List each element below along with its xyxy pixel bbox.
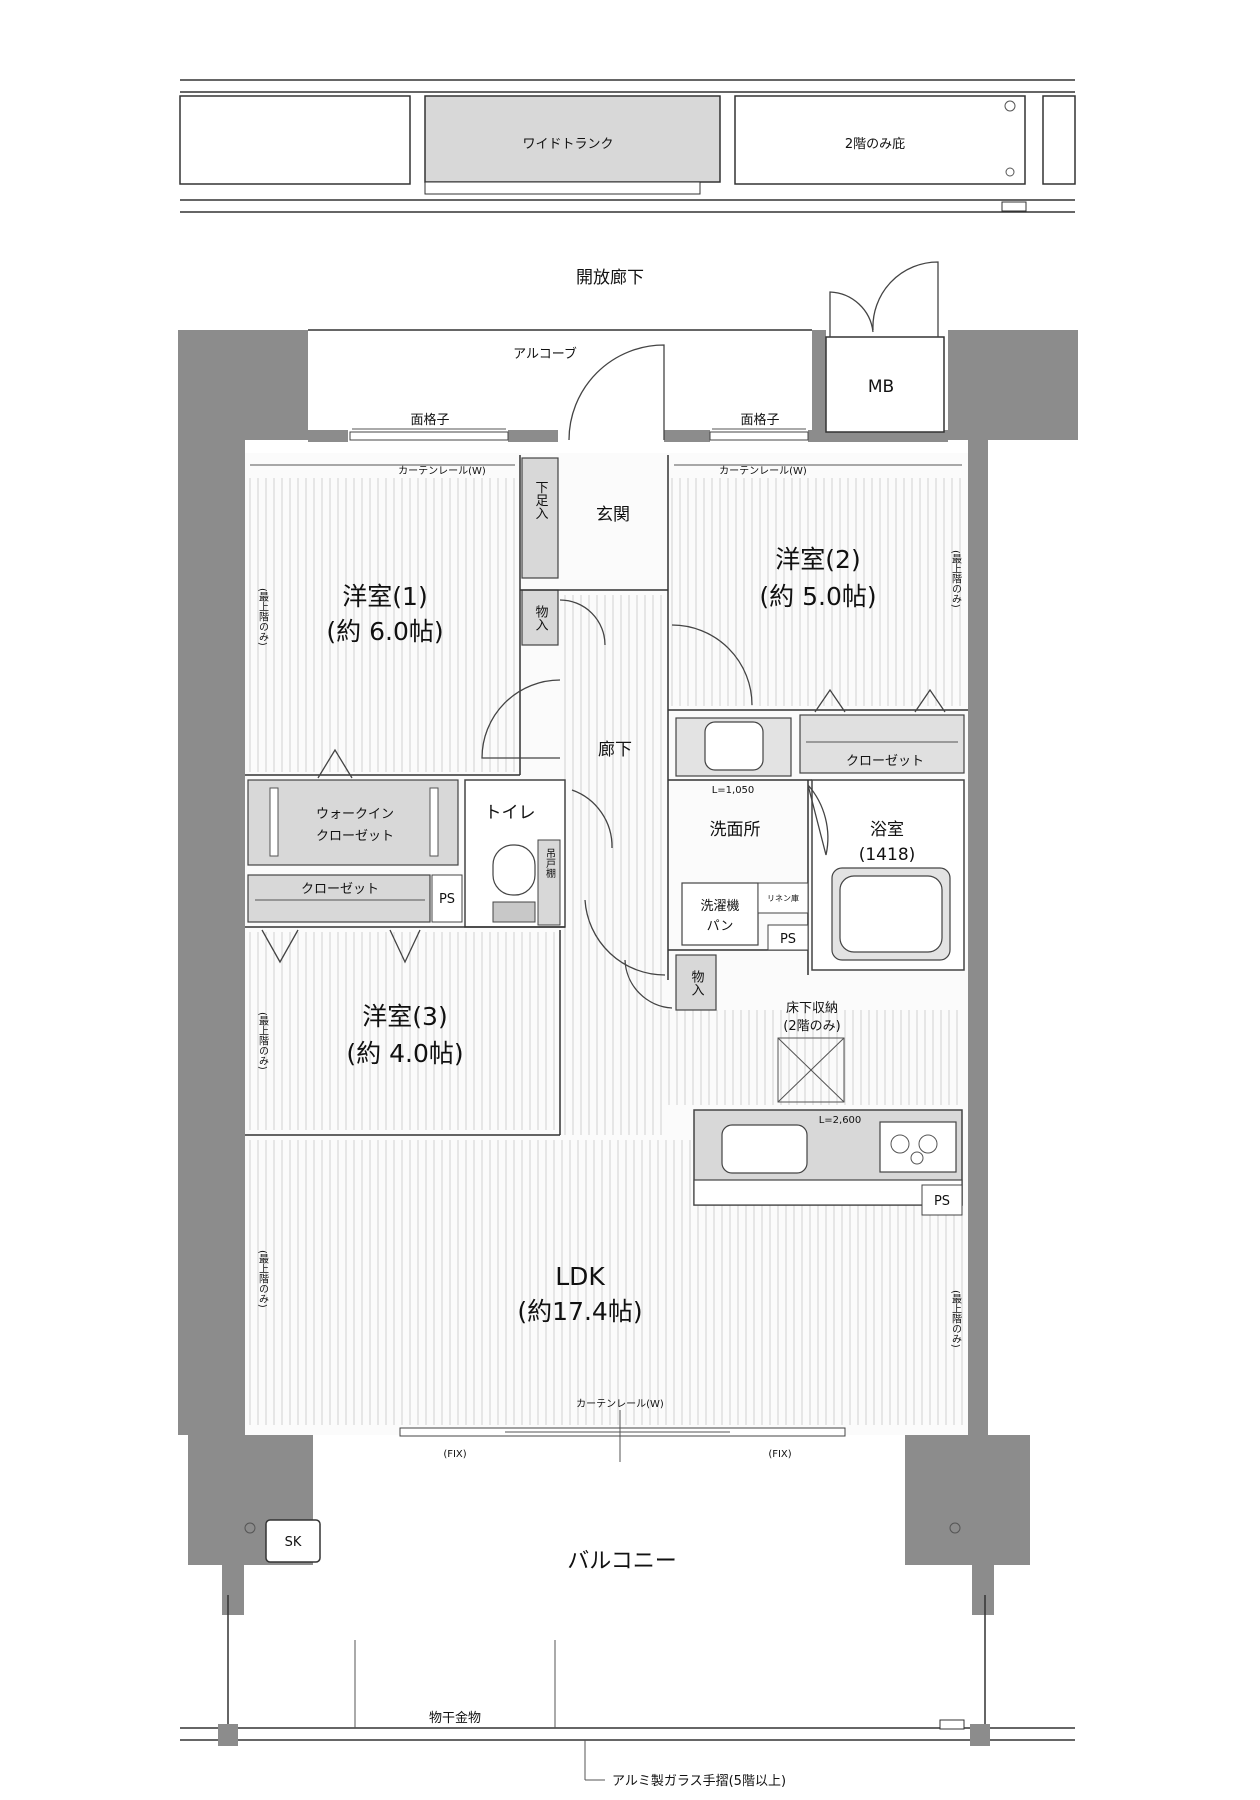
room2-size: (約 5.0帖)	[759, 582, 876, 611]
genkan-label: 玄関	[596, 505, 630, 525]
floor-boards	[249, 478, 963, 1425]
ps-left-label: PS	[439, 892, 455, 907]
eave-box	[734, 95, 1026, 185]
ldk-size: (約17.4帖)	[517, 1297, 642, 1326]
sk-box	[265, 1519, 321, 1563]
toilet-label: トイレ	[485, 803, 536, 823]
lattice-left-label: 面格子	[410, 412, 449, 428]
curtain-right-label: カーテンレール(W)	[719, 465, 807, 477]
closet-room2	[799, 714, 965, 774]
washer-label-1: 洗濯機	[700, 899, 739, 914]
storage-entry	[521, 589, 559, 646]
kitchen-len: L=2,600	[819, 1115, 862, 1126]
storage-ldk	[675, 954, 717, 1011]
interior-doors	[261, 599, 946, 1009]
walls	[178, 330, 1078, 1615]
storage-entry-label: 物入	[533, 605, 549, 631]
closet-room3	[247, 874, 431, 923]
mb-label: MB	[868, 377, 894, 397]
underfloor-storage	[777, 1037, 845, 1103]
washer-pan	[681, 882, 759, 946]
shoe-storage	[521, 457, 559, 579]
curtain-ldk-label: カーテンレール(W)	[576, 1398, 664, 1410]
sk-label: SK	[285, 1535, 302, 1550]
washroom-len: L=1,050	[712, 785, 755, 796]
wide-trunk	[424, 95, 721, 183]
room2-name: 洋室(2)	[775, 545, 860, 574]
railing-label: アルミ製ガラス手摺(5階以上)	[612, 1774, 786, 1789]
hall-label: 廊下	[598, 740, 632, 760]
room3-name: 洋室(3)	[362, 1002, 447, 1031]
walkin-closet	[247, 779, 459, 866]
walkin-label-2: クローゼット	[316, 829, 394, 844]
hanging-shelf-label: 吊戸棚	[544, 848, 556, 879]
window-lattice-right	[709, 428, 809, 441]
underfloor-label-1: 床下収納	[786, 1001, 838, 1016]
ps-kitchen	[921, 1184, 963, 1216]
alcove-label: アルコーブ	[513, 346, 577, 362]
room1-size: (約 6.0帖)	[326, 617, 443, 646]
washer-label-2: パン	[707, 919, 734, 934]
top-corridor-strip	[179, 79, 1076, 213]
bath-label: 浴室	[870, 820, 904, 840]
closet-room3-label: クローゼット	[301, 882, 379, 897]
fix-right-label: (FIX)	[768, 1449, 791, 1460]
ldk-name: LDK	[555, 1262, 605, 1291]
fix-left-label: (FIX)	[443, 1449, 466, 1460]
window-lattice-left	[349, 428, 509, 441]
walkin-label-1: ウォークイン	[316, 807, 394, 822]
partitions	[245, 455, 968, 1216]
mb-box	[825, 336, 945, 433]
ps-wash	[767, 924, 809, 951]
lattice-right-label: 面格子	[740, 412, 779, 428]
open-corridor-label: 開放廊下	[576, 268, 644, 288]
shoe-storage-label: 下足入	[533, 481, 549, 520]
drying-label: 物干金物	[429, 1710, 481, 1726]
top-floor-note-room1: (最上階のみ)	[257, 588, 269, 646]
ps-left	[431, 874, 463, 923]
washroom-label: 洗面所	[710, 820, 761, 840]
eave-label: 2階のみ庇	[845, 137, 905, 152]
underfloor-label-2: (2階のみ)	[783, 1019, 840, 1034]
room1-name: 洋室(1)	[342, 582, 427, 611]
top-floor-note-ldk-right: (最上階のみ)	[950, 1290, 962, 1348]
wide-trunk-label: ワイドトランク	[522, 137, 613, 152]
linen-storage	[757, 882, 809, 914]
top-floor-note-room3: (最上階のみ)	[257, 1012, 269, 1070]
balcony-area	[180, 1519, 1075, 1781]
top-floor-note-room2: (最上階のみ)	[950, 550, 962, 608]
curtain-left-label: カーテンレール(W)	[398, 465, 486, 477]
linen-label: リネン庫	[767, 893, 799, 903]
room3-size: (約 4.0帖)	[346, 1039, 463, 1068]
top-floor-note-ldk-left: (最上階のみ)	[257, 1250, 269, 1308]
balcony-label: バルコニー	[567, 1549, 677, 1574]
bath-size: (1418)	[859, 845, 916, 865]
closet-room2-label: クローゼット	[846, 754, 924, 769]
storage-ldk-label: 物入	[689, 970, 705, 996]
ps-wash-label: PS	[780, 932, 796, 947]
ps-kitchen-label: PS	[934, 1194, 950, 1209]
hanging-shelf	[537, 839, 561, 926]
ldk-window	[399, 1410, 846, 1462]
